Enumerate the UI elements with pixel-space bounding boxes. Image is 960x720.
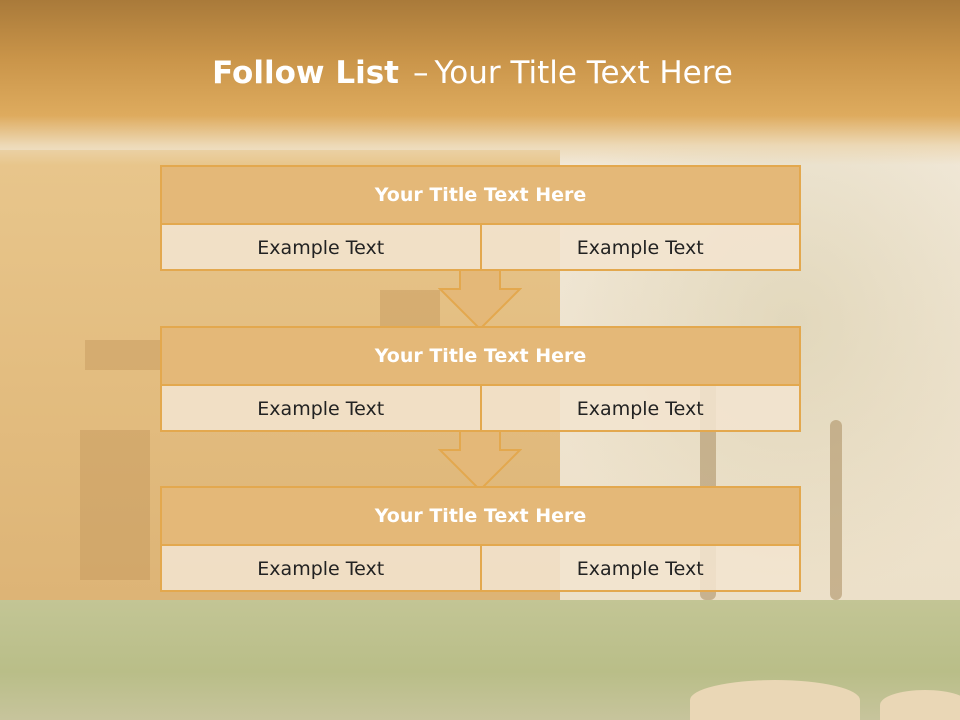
list-item-row: Example Text Example Text xyxy=(162,386,799,432)
list-item-left-text: Example Text xyxy=(257,398,385,420)
list-item-title: Your Title Text Here xyxy=(162,167,799,225)
list-item-row: Example Text Example Text xyxy=(162,225,799,271)
list-item: Your Title Text Here Example Text Exampl… xyxy=(160,486,801,592)
palm-trunk xyxy=(830,420,842,600)
background-rock xyxy=(690,680,860,720)
list-item-left-text: Example Text xyxy=(257,237,385,259)
title-banner xyxy=(0,0,960,165)
list-item-title: Your Title Text Here xyxy=(162,488,799,546)
slide-title-bold: Follow List xyxy=(212,55,399,91)
down-arrow-icon xyxy=(438,430,522,492)
building-balcony xyxy=(85,340,165,370)
list-item-left-text: Example Text xyxy=(257,558,385,580)
down-arrow-icon xyxy=(438,269,522,331)
list-item-right-text: Example Text xyxy=(479,546,800,592)
slide-title: Follow List–Your Title Text Here xyxy=(0,55,945,91)
slide-title-dash: – xyxy=(412,55,429,91)
slide-title-rest: Your Title Text Here xyxy=(434,55,733,91)
list-item: Your Title Text Here Example Text Exampl… xyxy=(160,326,801,432)
list-item-right-text: Example Text xyxy=(479,386,800,432)
background-rock xyxy=(880,690,960,720)
building-window xyxy=(80,430,150,580)
list-item: Your Title Text Here Example Text Exampl… xyxy=(160,165,801,271)
list-item-title: Your Title Text Here xyxy=(162,328,799,386)
list-item-row: Example Text Example Text xyxy=(162,546,799,592)
list-item-right-text: Example Text xyxy=(479,225,800,271)
